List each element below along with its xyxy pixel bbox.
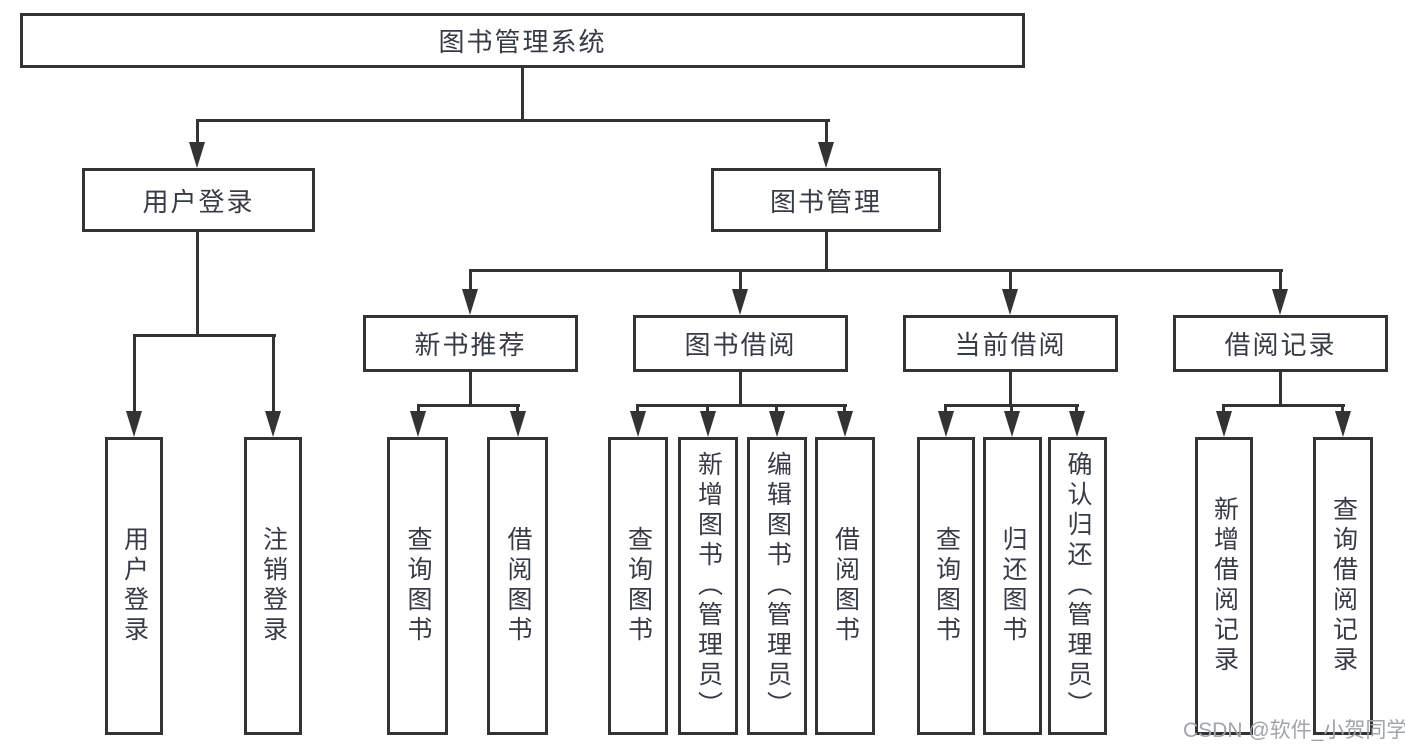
connector-line [843, 404, 846, 414]
arrow-down-icon [1216, 411, 1232, 437]
node-book-management: 图书管理 [711, 168, 941, 232]
leaf-user-login-label: 用户登录 [120, 526, 149, 646]
leaf-query-books-current: 查询图书 [917, 437, 975, 735]
connector-line [469, 372, 472, 407]
connector-line [133, 334, 276, 337]
node-current-borrowing-label: 当前借阅 [954, 330, 1067, 360]
leaf-add-books-admin-label: 新增图书（管理员） [694, 451, 723, 721]
connector-line [739, 269, 742, 293]
leaf-borrow-books: 借阅图书 [815, 437, 875, 735]
connector-line [196, 232, 199, 337]
arrow-down-icon [732, 289, 748, 315]
leaf-query-borrow-record-label: 查询借阅记录 [1329, 496, 1358, 676]
arrow-down-icon [630, 411, 646, 437]
connector-line [196, 119, 830, 122]
connector-line [521, 68, 524, 122]
leaf-edit-books-admin: 编辑图书（管理员） [747, 437, 807, 735]
arrow-down-icon [1069, 411, 1085, 437]
node-root: 图书管理系统 [20, 13, 1025, 68]
arrow-down-icon [1002, 289, 1018, 315]
connector-line [1279, 372, 1282, 407]
connector-line [739, 372, 742, 407]
arrow-down-icon [938, 411, 954, 437]
node-borrowing-records: 借阅记录 [1173, 315, 1388, 372]
leaf-add-books-admin: 新增图书（管理员） [678, 437, 738, 735]
node-user-login-label: 用户登录 [142, 186, 255, 217]
arrow-down-icon [410, 411, 426, 437]
node-book-management-label: 图书管理 [769, 186, 882, 217]
arrow-down-icon [510, 411, 526, 437]
leaf-add-borrow-record-label: 新增借阅记录 [1210, 496, 1239, 676]
connector-line [825, 232, 828, 272]
leaf-query-borrow-record: 查询借阅记录 [1313, 437, 1373, 735]
leaf-edit-books-admin-label: 编辑图书（管理员） [763, 451, 792, 721]
arrow-down-icon [769, 411, 785, 437]
node-book-borrowing-label: 图书借阅 [684, 330, 797, 360]
arrow-down-icon [818, 142, 834, 168]
connector-line [636, 404, 847, 407]
connector-line [417, 404, 520, 407]
leaf-confirm-return-admin: 确认归还（管理员） [1048, 437, 1107, 735]
arrow-down-icon [265, 411, 281, 437]
connector-line [636, 404, 639, 414]
leaf-logout-label: 注销登录 [259, 526, 288, 646]
leaf-query-books-recommend: 查询图书 [387, 437, 448, 735]
connector-line [417, 404, 420, 414]
connector-line [516, 404, 519, 414]
connector-line [775, 404, 778, 414]
connector-line [1009, 269, 1012, 293]
connector-line [1279, 269, 1282, 293]
node-new-book-recommendation-label: 新书推荐 [414, 330, 527, 360]
node-book-borrowing: 图书借阅 [633, 315, 848, 372]
arrow-down-icon [126, 411, 142, 437]
arrow-down-icon [462, 289, 478, 315]
leaf-query-books-current-label: 查询图书 [932, 526, 961, 646]
connector-line [1222, 404, 1225, 414]
arrow-down-icon [700, 411, 716, 437]
connector-line [825, 119, 828, 147]
node-user-login: 用户登录 [82, 168, 315, 232]
arrow-down-icon [837, 411, 853, 437]
arrow-down-icon [1335, 411, 1351, 437]
leaf-logout: 注销登录 [244, 437, 302, 735]
leaf-borrow-books-recommend: 借阅图书 [487, 437, 548, 735]
leaf-add-borrow-record: 新增借阅记录 [1195, 437, 1253, 735]
connector-line [133, 334, 136, 413]
node-current-borrowing: 当前借阅 [903, 315, 1118, 372]
node-root-label: 图书管理系统 [438, 27, 607, 57]
node-borrowing-records-label: 借阅记录 [1224, 330, 1337, 360]
connector-line [944, 404, 947, 414]
leaf-borrow-books-label: 借阅图书 [831, 526, 860, 646]
leaf-return-books: 归还图书 [983, 437, 1042, 735]
arrow-down-icon [1004, 411, 1020, 437]
node-new-book-recommendation: 新书推荐 [363, 315, 578, 372]
connector-line [1010, 404, 1013, 414]
leaf-query-books-borrow-label: 查询图书 [624, 526, 653, 646]
leaf-return-books-label: 归还图书 [999, 526, 1027, 646]
connector-line [469, 269, 472, 293]
leaf-query-books-borrow: 查询图书 [608, 437, 668, 735]
connector-line [1075, 404, 1078, 414]
arrow-down-icon [189, 142, 205, 168]
leaf-user-login: 用户登录 [105, 437, 163, 735]
csdn-watermark: CSDN @软件_小贺同学 [1183, 719, 1405, 742]
connector-line [272, 334, 275, 413]
connector-line [469, 269, 1283, 272]
connector-line [1341, 404, 1344, 414]
leaf-query-books-recommend-label: 查询图书 [404, 526, 432, 646]
arrow-down-icon [1272, 289, 1288, 315]
leaf-confirm-return-admin-label: 确认归还（管理员） [1064, 451, 1092, 721]
connector-line [196, 119, 199, 147]
connector-line [1009, 372, 1012, 407]
connector-line [706, 404, 709, 414]
connector-line [1222, 404, 1345, 407]
leaf-borrow-books-recommend-label: 借阅图书 [504, 526, 532, 646]
